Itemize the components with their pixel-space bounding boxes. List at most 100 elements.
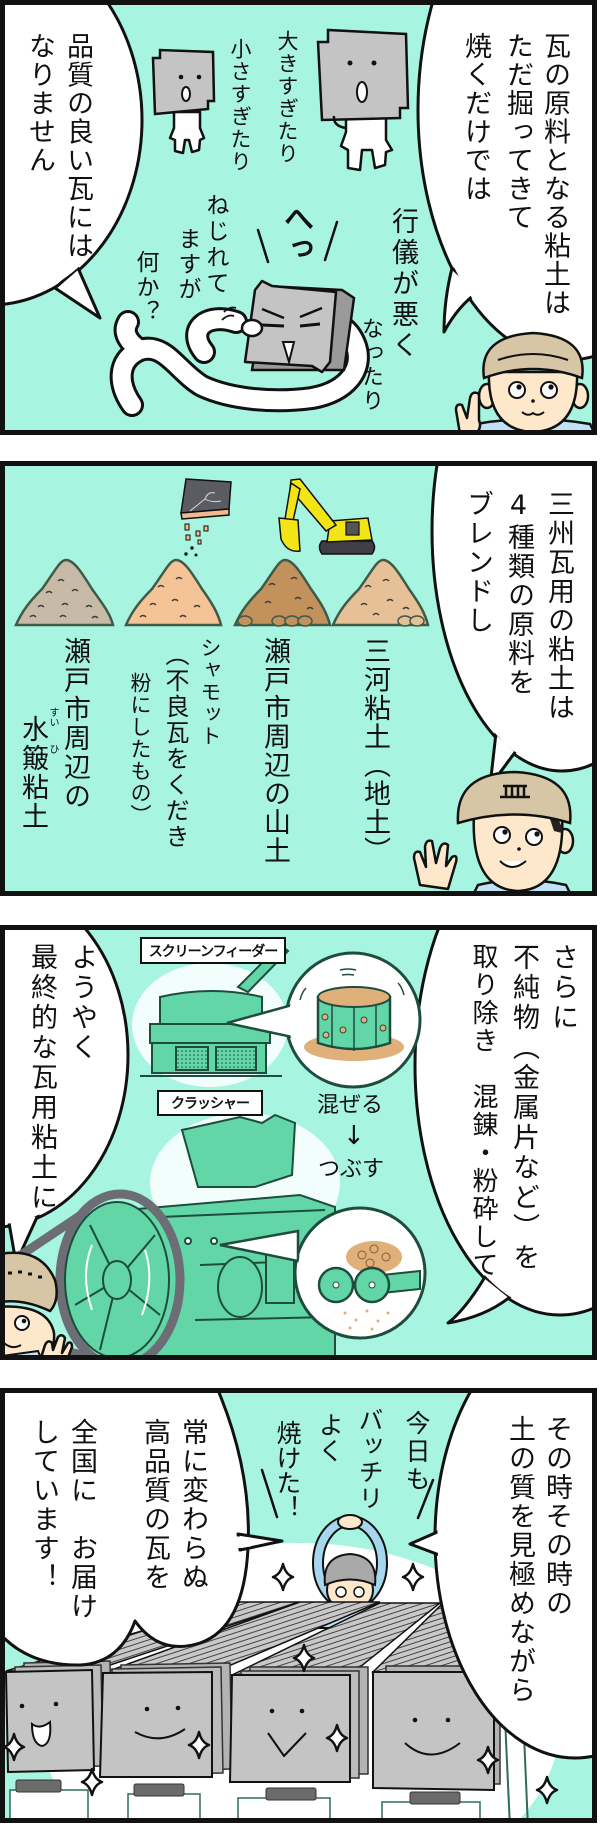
emphasis-line	[260, 1468, 279, 1519]
open-smile	[30, 1720, 52, 1748]
bubble-fill	[0, 925, 126, 1225]
eye	[269, 1708, 275, 1714]
emphasis-lines	[260, 1468, 435, 1520]
hole	[379, 1024, 387, 1032]
tile-face	[98, 1670, 213, 1778]
hole	[339, 1026, 347, 1034]
mound	[233, 558, 332, 627]
label-crusher: クラッシャー	[157, 1090, 263, 1116]
label-screen-feeder: スクリーンフィーダー	[140, 937, 286, 964]
twisted-tile-line-3: 何か？	[132, 250, 158, 325]
mound-seto-mountain-soil	[233, 558, 332, 627]
mound-texture	[29, 578, 99, 619]
mound-texture	[139, 576, 201, 618]
hole	[321, 1013, 329, 1021]
angry-eyebrows	[261, 306, 323, 320]
drum-clay	[317, 986, 391, 1008]
bubble-right-line-1: その時その時の	[541, 1415, 572, 1618]
hand	[39, 1334, 74, 1360]
roller-axle	[332, 1281, 340, 1289]
tile-face	[372, 1671, 495, 1792]
bubble-fill-patch	[232, 1536, 251, 1549]
smiling-tile-4	[372, 1665, 501, 1792]
eye	[445, 1717, 451, 1723]
powder-dot	[343, 1311, 347, 1315]
mouth	[3, 1342, 22, 1349]
smiling-tile-3	[228, 1666, 369, 1783]
cap	[323, 1552, 377, 1587]
character-body	[112, 310, 367, 414]
smile	[404, 1742, 461, 1756]
support-block	[127, 1793, 201, 1823]
twisted-tile-line-1: ねじれて	[202, 193, 228, 297]
emphasis-line	[323, 220, 339, 262]
caption-bad-manners-line-2: なったり	[358, 317, 383, 413]
bubble-tail	[442, 266, 480, 334]
twisted-tile-character	[109, 279, 370, 417]
eye	[371, 60, 377, 66]
shout-line-3: よく	[315, 1412, 344, 1464]
character-body	[168, 110, 206, 155]
bubble-right-line-3: 焼くだけでは	[460, 32, 491, 203]
comic-panel-2: 三州瓦用の粘土は 4種類の原料を ブレンドし 三河粘土（地土） 瀬戸市周辺の山土…	[0, 461, 597, 896]
waving-hand	[412, 839, 458, 891]
mound-mikawa-clay	[331, 558, 430, 627]
helmet	[0, 1251, 58, 1313]
small-tile-character	[151, 48, 216, 155]
bubble-left-line-1: 常に変わらぬ	[177, 1418, 208, 1592]
roller-axle	[368, 1281, 376, 1289]
speech-bubble-left	[0, 1388, 284, 1667]
powder-dot	[370, 1327, 374, 1331]
support-bar	[265, 1787, 317, 1801]
bubble-left-line-1: 品質の良い瓦には	[62, 32, 93, 260]
eye	[53, 1701, 59, 1707]
panel-1-artwork	[0, 0, 597, 435]
drive-belt	[55, 1189, 185, 1360]
tile-edge	[180, 508, 230, 520]
support-block	[381, 1801, 481, 1823]
worker-character	[454, 331, 597, 435]
material-label-chamotte-line-2: （不良瓦をくだき	[161, 642, 189, 850]
smile	[267, 1732, 307, 1757]
material-label-suihi-clay-line-2: 水簸粘土	[17, 715, 48, 831]
hands	[337, 1514, 363, 1530]
bubble-right-line-2: 4種類の原料を	[503, 490, 534, 697]
cap-brim-line	[497, 353, 569, 361]
powder-dot	[348, 1326, 352, 1330]
mouth	[181, 86, 191, 102]
zoom-pointer	[219, 1229, 300, 1263]
panel-2-artwork	[14, 461, 597, 896]
eye	[347, 60, 353, 66]
speech-bubble-right	[408, 1388, 597, 1760]
cap-emblem	[500, 784, 530, 799]
clay-chunks	[346, 1241, 402, 1273]
crumb	[190, 546, 194, 550]
character-body	[339, 116, 394, 172]
speech-bubble-right	[416, 0, 597, 362]
support-block	[9, 1789, 89, 1823]
crushed-powder	[343, 1309, 390, 1331]
bubble-fill	[420, 0, 597, 358]
tile-head	[316, 28, 410, 122]
clay-lump	[409, 615, 425, 627]
bubble-tail	[53, 266, 102, 320]
tile-head	[151, 48, 216, 116]
crumb	[194, 553, 198, 557]
material-label-suihi-clay-line-1: 瀬戸市周辺の	[59, 637, 90, 811]
mound-texture	[360, 578, 410, 616]
pupil	[548, 384, 554, 390]
face	[472, 811, 564, 893]
bubble-right-line-2: 不純物（金属片など）を	[508, 943, 539, 1273]
worker-character	[412, 770, 575, 896]
eye	[19, 1703, 25, 1709]
pupil	[516, 384, 522, 390]
worker-character	[0, 1251, 74, 1360]
feeder-drum	[159, 990, 263, 1025]
flywheel-hub	[102, 1260, 132, 1300]
support-bar	[15, 1779, 62, 1793]
excavator-illustration	[278, 478, 376, 555]
material-label-chamotte-line-1: シャモット	[198, 637, 222, 747]
powder-dot	[354, 1318, 358, 1322]
smiling-tile-2	[98, 1662, 233, 1778]
